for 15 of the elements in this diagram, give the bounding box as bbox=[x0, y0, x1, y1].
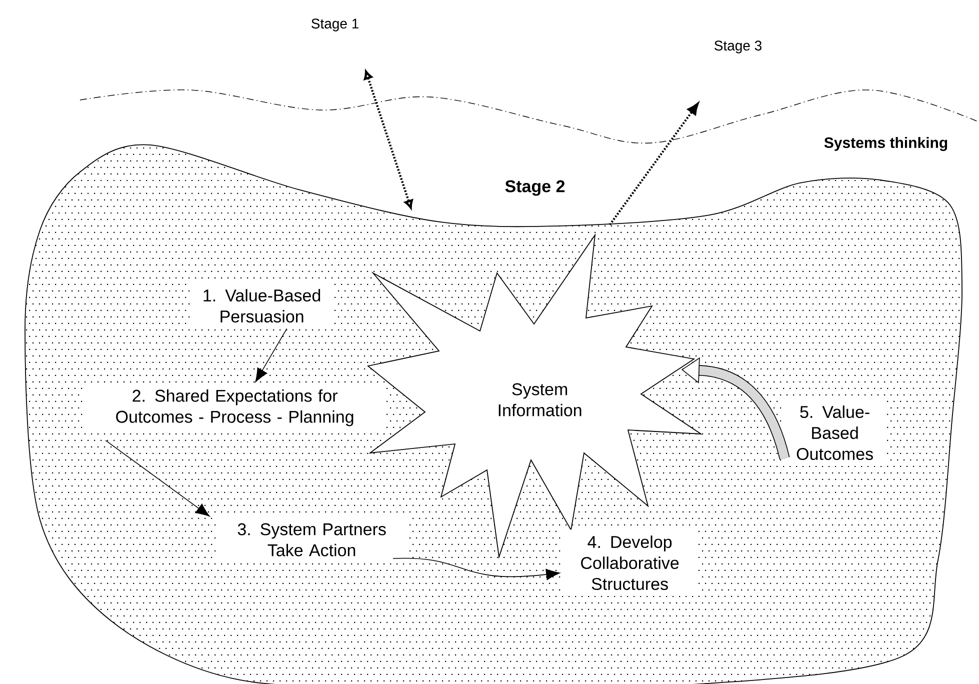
arrow bbox=[608, 102, 699, 226]
stage-label: Stage 3 bbox=[714, 40, 762, 54]
node-label: 1. Value-Based Persuasion bbox=[204, 289, 320, 323]
step-box: 2. Shared Expectations for Outcomes - Process - Planning bbox=[84, 383, 386, 432]
step-box: 1. Value-Based Persuasion bbox=[190, 283, 333, 329]
step-box: 3. System Partners Take Action bbox=[216, 517, 408, 562]
stage-label: Stage 1 bbox=[312, 18, 358, 32]
arrow bbox=[364, 70, 413, 209]
arrow bbox=[255, 328, 288, 382]
step-box: 4. Develop Collaborative Structures bbox=[561, 530, 698, 596]
arrow bbox=[105, 440, 210, 517]
node-label: 5. Value-Based Outcomes bbox=[796, 406, 873, 460]
node-label: 2. Shared Expectations for Outcomes - Process - Planning bbox=[116, 389, 354, 426]
step-box: 5. Value-Based Outcomes bbox=[782, 400, 887, 466]
arrow bbox=[392, 558, 560, 580]
